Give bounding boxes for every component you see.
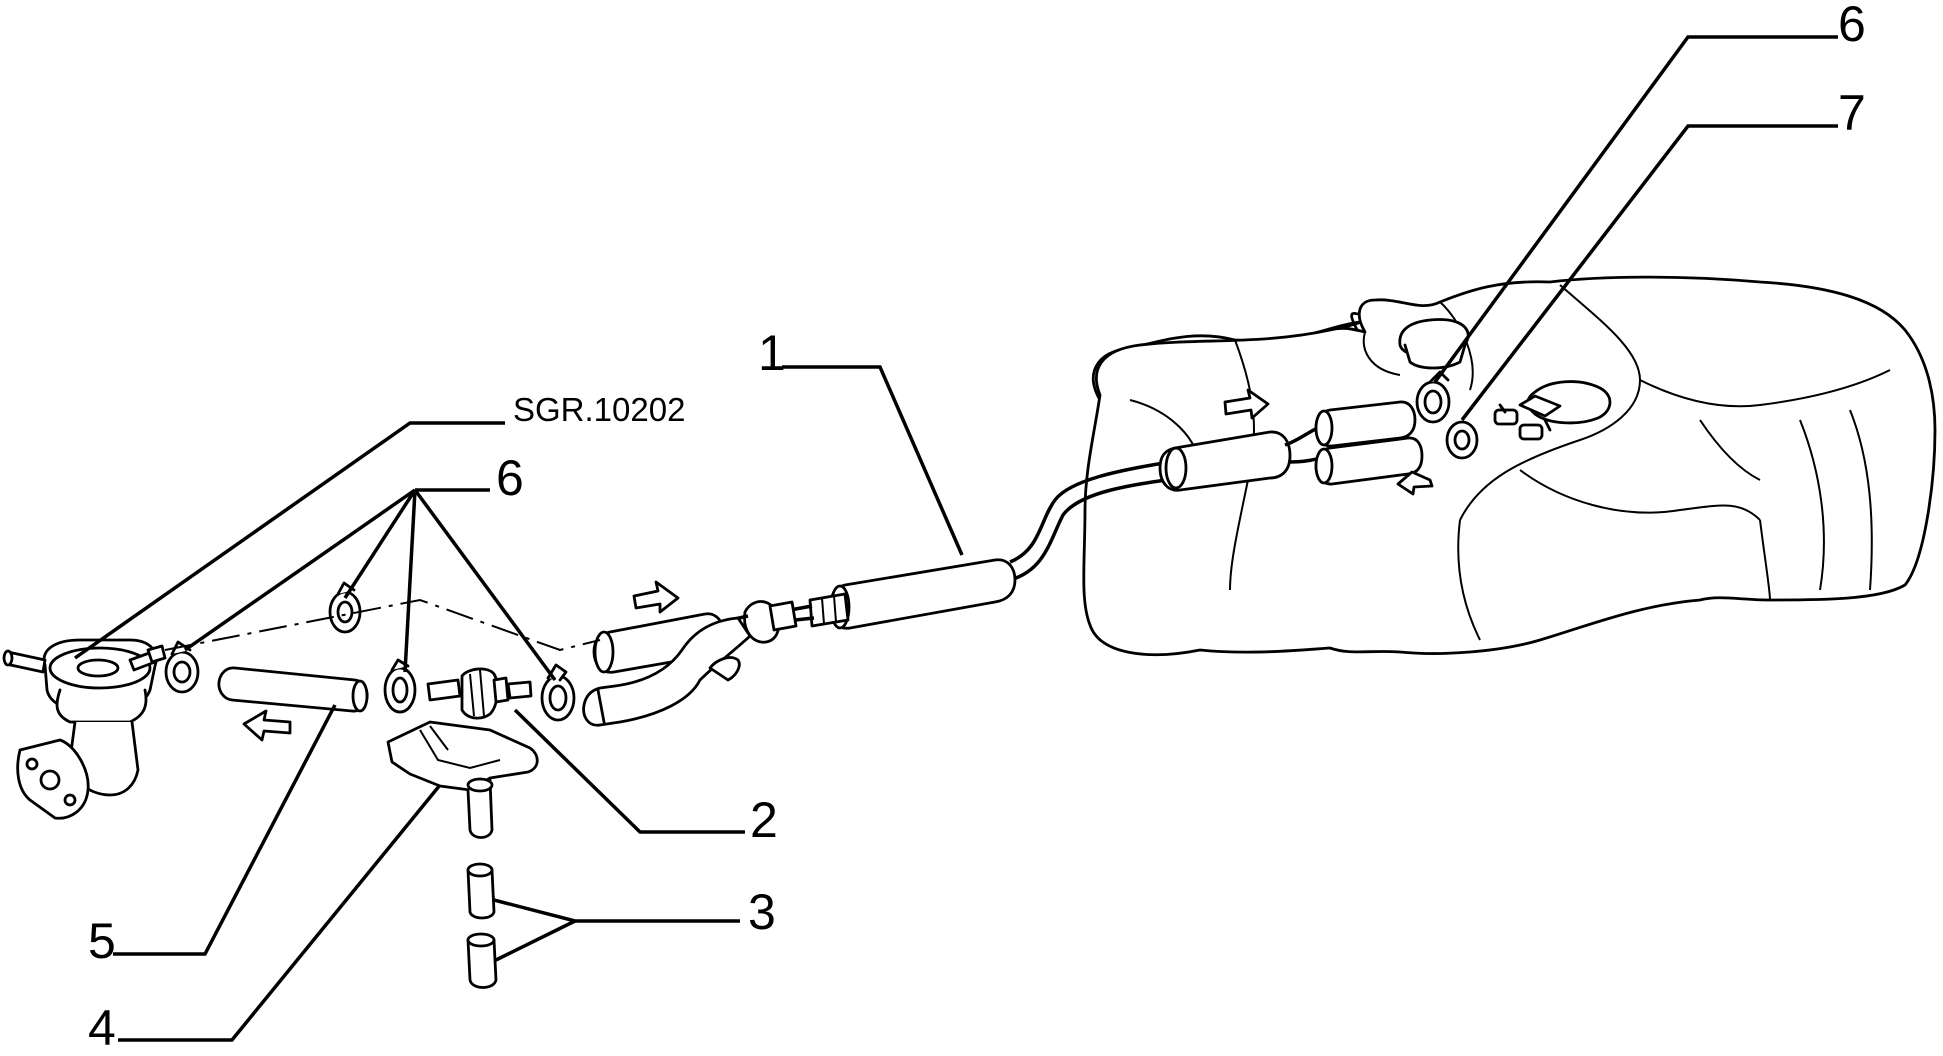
mounting-bracket [386, 720, 539, 839]
hose-clamp [328, 581, 362, 634]
callout-5: 5 [88, 913, 116, 969]
assembly-centerline [164, 598, 601, 652]
tank-hose-clip [1445, 420, 1479, 460]
short-fuel-hose [217, 666, 369, 742]
fuel-filter [426, 667, 533, 720]
callout-1: 1 [758, 325, 786, 381]
small-hose-pieces [466, 862, 498, 989]
callout-7: 7 [1838, 85, 1866, 141]
flow-arrow-left-icon [1396, 470, 1434, 496]
hose-clamp [164, 640, 200, 694]
flow-arrow-right-icon [632, 580, 680, 614]
callout-6-left: 6 [496, 450, 524, 506]
flow-arrow-right-icon [1223, 388, 1270, 420]
hose-clamp [540, 663, 576, 722]
callout-4: 4 [88, 1000, 116, 1051]
fuel-pipe-assembly [582, 558, 1017, 727]
callout-3: 3 [748, 884, 776, 940]
flow-arrow-left-icon [242, 709, 292, 742]
leader-lines [73, 35, 1838, 1042]
hose-clamp [383, 658, 417, 714]
callout-2: 2 [750, 792, 778, 848]
callout-6-right: 6 [1838, 0, 1866, 52]
drawing-code: SGR.10202 [513, 391, 685, 428]
tank-side-hoses [1009, 388, 1434, 582]
tank-hose-clamp [1415, 370, 1451, 424]
fuel-pump [2, 638, 167, 820]
fuel-tank [1082, 275, 1937, 657]
